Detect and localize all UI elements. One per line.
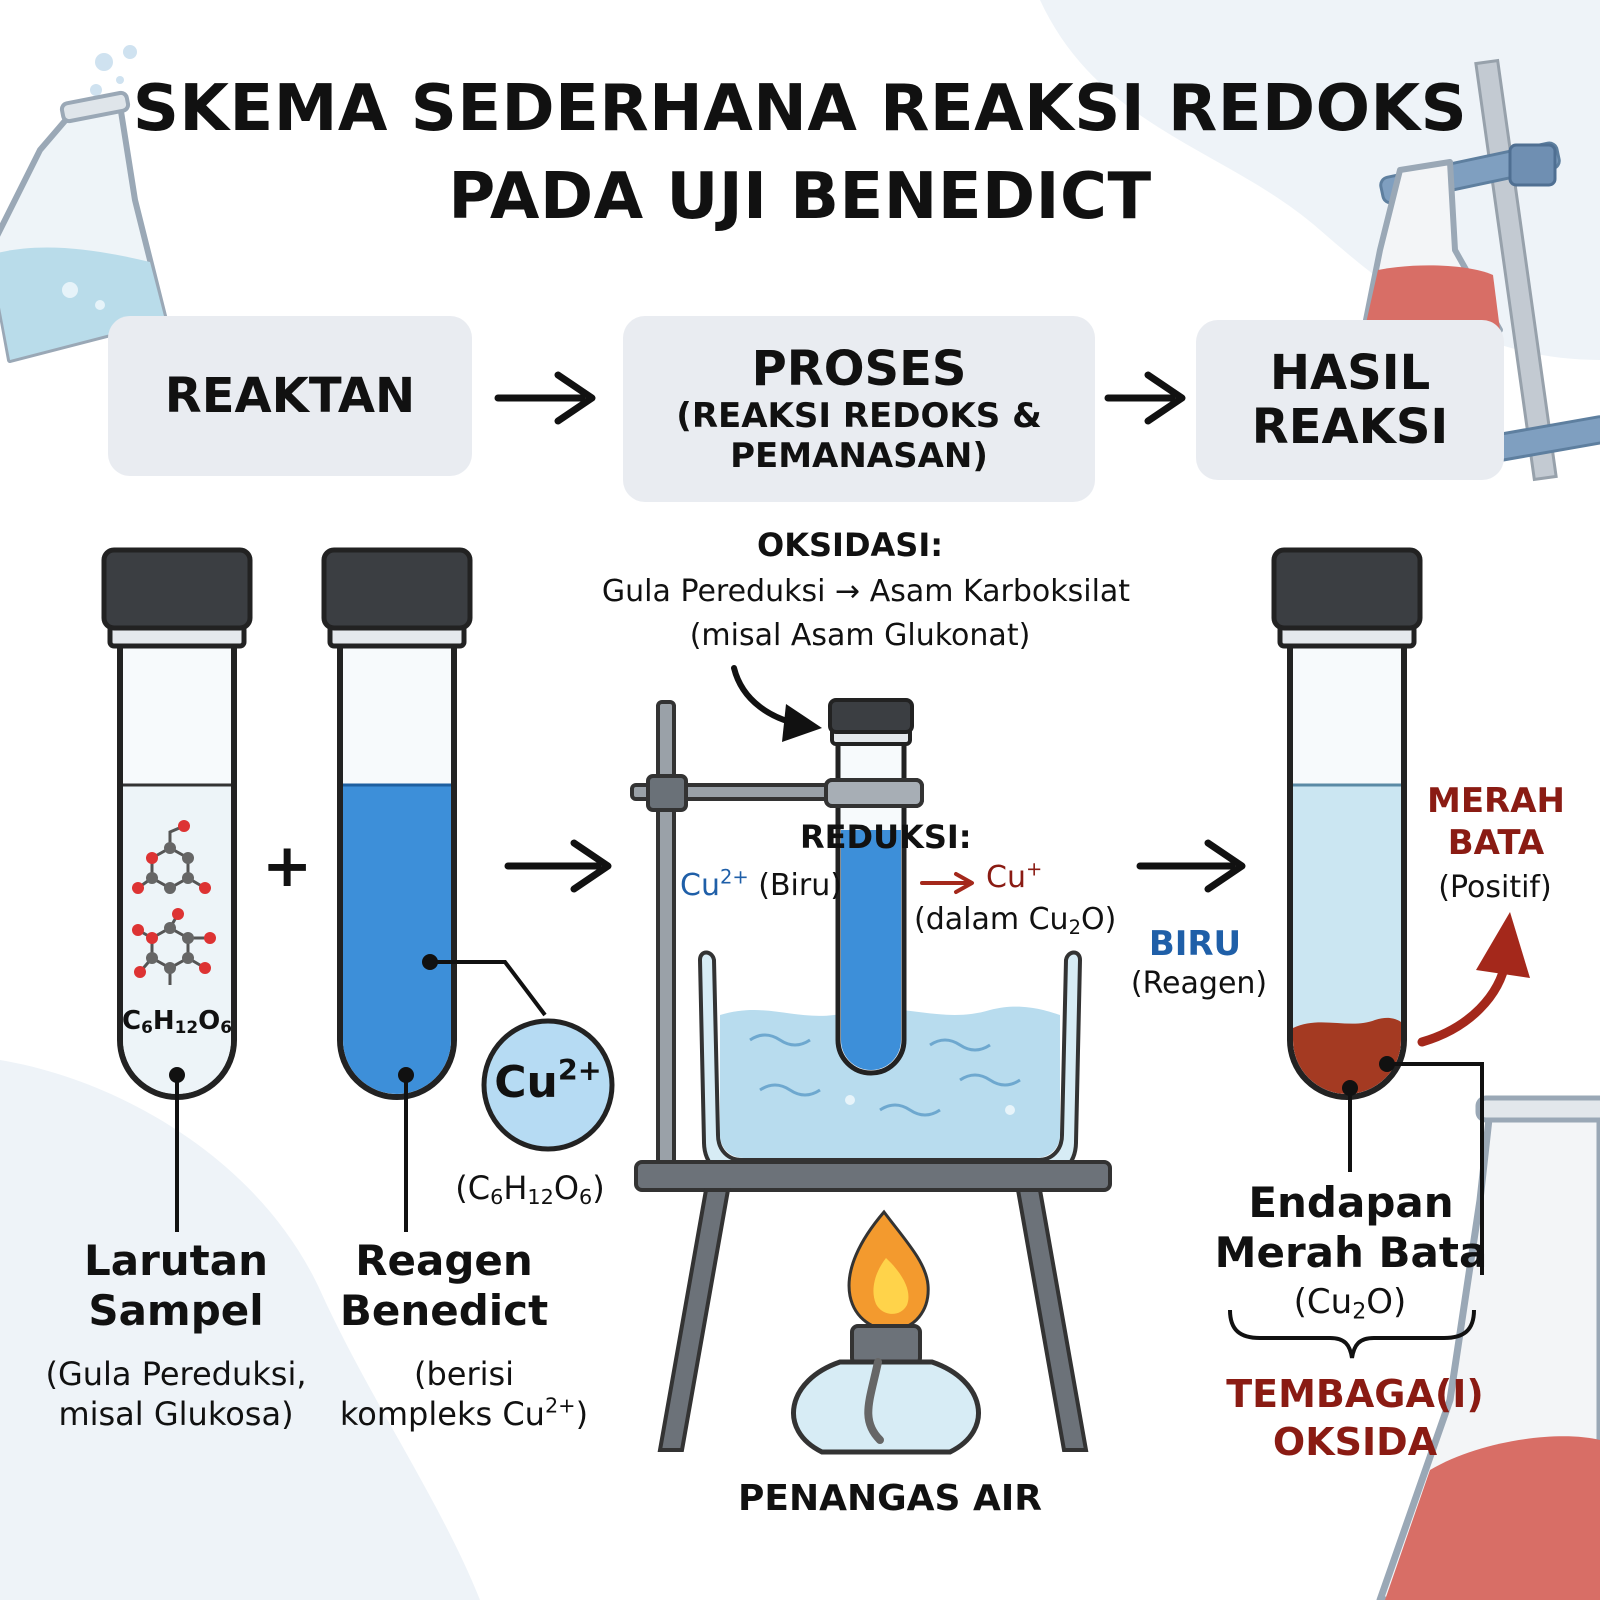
oxidation-arrow: →: [835, 574, 861, 609]
result-test-tube: [1271, 547, 1484, 1275]
reduction-detail-n: 2: [1068, 915, 1081, 939]
reagent-formula-open: (C: [455, 1169, 491, 1207]
reduction-arrow: [920, 872, 974, 894]
arrow-to-process: [504, 839, 612, 893]
reagent-formula-close: ): [592, 1169, 605, 1207]
reagent-formula-h-n: 12: [527, 1185, 554, 1210]
sample-formula-h: H: [152, 1006, 175, 1036]
precipitate-formula-n: 2: [1352, 1298, 1367, 1325]
reagent-desc-2-charge: 2+: [544, 1393, 576, 1418]
oxidation-left: Gula Pereduksi: [601, 574, 826, 609]
oxidation-example: (misal Asam Glukonat): [689, 618, 1031, 653]
reduction-from-charge: 2+: [719, 865, 749, 889]
blue-label: BIRU: [1148, 924, 1242, 964]
oxidation-curved-arrow: [731, 665, 822, 742]
sample-name-2: Sampel: [88, 1286, 264, 1335]
reduction-from-symbol: Cu: [680, 868, 720, 903]
reagent-formula-o: O: [553, 1169, 580, 1207]
reduction-heading: REDUKSI:: [800, 818, 972, 856]
reduction-to-charge: +: [1025, 857, 1043, 881]
reduction-from: Cu2+ (Biru): [680, 865, 850, 904]
cu-ion-charge: 2+: [557, 1052, 602, 1087]
proses-label: PROSES: [751, 341, 967, 397]
cu-ion-symbol: Cu: [494, 1057, 558, 1108]
hasil-label-1: HASIL: [1269, 345, 1431, 401]
reagent-name: Reagen Benedict: [318, 1236, 570, 1336]
sample-desc-1: (Gula Pereduksi,: [45, 1355, 307, 1393]
sample-name: Larutan Sampel: [40, 1236, 312, 1336]
red-label: MERAH BATA: [1406, 780, 1586, 864]
reagent-name-2: Benedict: [339, 1286, 549, 1335]
reagent-desc-2-close: ): [575, 1395, 589, 1433]
hasil-box: HASIL REAKSI: [1196, 320, 1504, 480]
flow-arrows: [494, 371, 1186, 425]
reagent-bubble-formula: (C6H12O6): [440, 1168, 620, 1217]
precipitate-1: Endapan: [1248, 1178, 1454, 1227]
sample-desc: (Gula Pereduksi, misal Glukosa): [20, 1354, 332, 1434]
red-label-2: BATA: [1447, 823, 1545, 863]
proses-detail-1: (REAKSI REDOKS &: [676, 396, 1042, 436]
hasil-label-2: REAKSI: [1251, 399, 1449, 455]
reagent-desc-2: kompleks Cu2+): [318, 1394, 610, 1434]
title-line-2: PADA UJI BENEDICT: [448, 160, 1152, 234]
water-bath-label: PENANGAS AIR: [738, 1478, 1042, 1519]
compound-2: OKSIDA: [1272, 1420, 1438, 1464]
oxidation-heading: OKSIDASI:: [756, 526, 944, 564]
compound-1: TEMBAGA(I): [1226, 1372, 1484, 1416]
precipitate-2: Merah Bata: [1214, 1228, 1488, 1277]
sample-formula-o-n: 6: [220, 1017, 232, 1038]
sample-formula: C6H12O6: [120, 1006, 234, 1037]
compound-name: TEMBAGA(I) OKSIDA: [1220, 1370, 1490, 1466]
sample-formula-c-n: 6: [141, 1017, 153, 1038]
title-line-1: SKEMA SEDERHANA REAKSI REDOKS: [132, 72, 1468, 146]
cu-ion-bubble: [481, 1018, 615, 1152]
sample-formula-c: C: [121, 1006, 142, 1036]
sample-name-1: Larutan: [83, 1236, 269, 1285]
precipitate-formula: (Cu2O): [1250, 1282, 1450, 1332]
reaktan-box: REAKTAN: [108, 316, 472, 476]
reduction-detail-open: (dalam Cu: [914, 902, 1069, 937]
oxidation-right: Asam Karboksilat: [869, 574, 1131, 609]
reagent-test-tube: [321, 547, 547, 1232]
flask-bottom-right-icon: [1376, 1095, 1600, 1600]
reaktan-label: REAKTAN: [164, 368, 416, 424]
reagent-formula-h: H: [503, 1169, 528, 1207]
oxidation-equation: Gula Pereduksi → Asam Karboksilat: [566, 574, 1166, 610]
glucose-atoms: [132, 820, 216, 978]
precipitate-label: Endapan Merah Bata: [1196, 1178, 1506, 1278]
page-title-line-2: PADA UJI BENEDICT: [0, 160, 1600, 234]
sample-desc-2: misal Glukosa): [58, 1395, 294, 1433]
flask-top-left-icon: [0, 90, 168, 363]
sample-formula-o: O: [198, 1006, 221, 1036]
blue-desc: (Reagen): [1130, 966, 1268, 1001]
proses-box: PROSES (REAKSI REDOKS & PEMANASAN): [623, 316, 1095, 502]
cu-ion-label: Cu2+: [484, 1055, 612, 1111]
proses-detail-2: PEMANASAN): [730, 436, 988, 476]
precipitate-brace: [1228, 1309, 1476, 1359]
reagent-desc-2-text: kompleks Cu: [339, 1395, 545, 1433]
red-desc: (Positif): [1438, 870, 1552, 905]
red-label-1: MERAH: [1426, 781, 1565, 821]
precipitate-formula-close: O): [1366, 1282, 1407, 1322]
reagent-formula-c-n: 6: [490, 1185, 504, 1210]
reduction-to-symbol: Cu: [986, 860, 1026, 895]
reduction-to-detail: (dalam Cu2O): [914, 902, 1124, 946]
plus-sign: +: [262, 831, 313, 901]
reduction-detail-close: O): [1081, 902, 1117, 937]
heating-setup: [630, 698, 1112, 1455]
reagent-desc: (berisi kompleks Cu2+): [318, 1354, 610, 1434]
reduction-from-label: (Biru): [758, 868, 842, 903]
reduction-to: Cu+: [986, 857, 1066, 896]
reagent-desc-1: (berisi: [413, 1355, 515, 1393]
arrow-to-result: [1136, 839, 1246, 893]
reagent-formula-o-n: 6: [579, 1185, 593, 1210]
sample-formula-h-n: 12: [174, 1017, 199, 1038]
reagent-name-1: Reagen: [355, 1236, 533, 1285]
precipitate-formula-open: (Cu: [1293, 1282, 1353, 1322]
page-title: SKEMA SEDERHANA REAKSI REDOKS: [0, 72, 1600, 146]
positive-curved-arrow: [1417, 912, 1530, 1047]
